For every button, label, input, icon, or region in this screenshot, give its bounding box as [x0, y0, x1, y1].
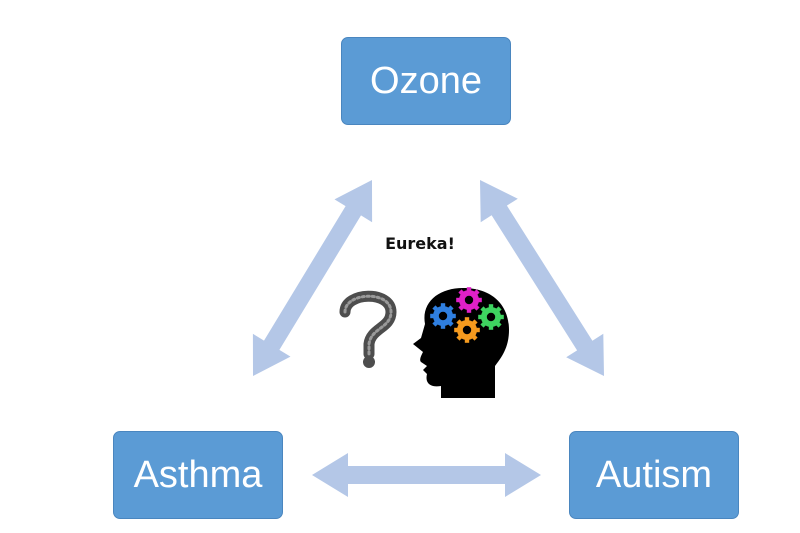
arrow-ozone-asthma: [252, 180, 373, 376]
ozone-label: Ozone: [370, 59, 482, 102]
autism-node: Autism: [569, 431, 739, 519]
gears-icon: [430, 287, 504, 343]
asthma-label: Asthma: [133, 453, 263, 496]
gear-orange-icon: [454, 317, 480, 343]
gear-magenta-icon: [456, 287, 482, 313]
asthma-node: Asthma: [113, 431, 283, 519]
question-mark-icon: [339, 290, 397, 368]
ozone-node: Ozone: [341, 37, 511, 125]
gear-blue-icon: [430, 303, 456, 329]
arrow-asthma-autism: [312, 453, 541, 497]
thinking-head-illustration: [329, 282, 511, 400]
autism-label: Autism: [595, 453, 713, 496]
gear-green-icon: [478, 304, 504, 330]
eureka-label: Eureka!: [385, 234, 455, 253]
arrow-ozone-autism: [480, 180, 604, 376]
